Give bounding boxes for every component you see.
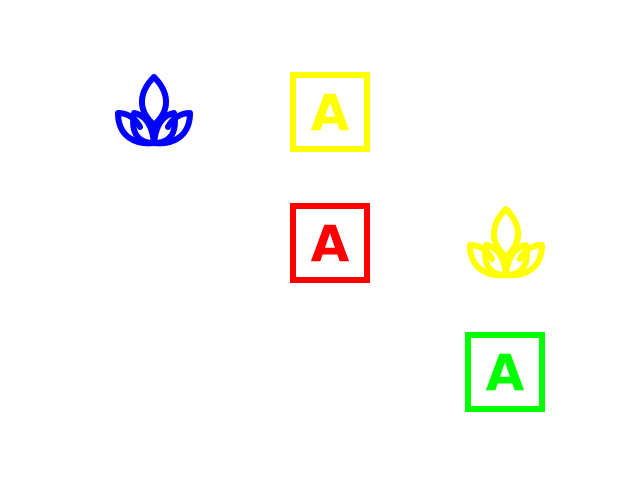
letter-a-box-icon: A <box>290 72 370 152</box>
lotus-shape <box>115 74 193 147</box>
letter-a: A <box>310 84 350 142</box>
lotus-icon <box>466 205 546 285</box>
letter-a-box-icon: A <box>290 203 370 283</box>
lotus-icon <box>114 73 194 153</box>
letter-a-box-icon: A <box>465 332 545 412</box>
letter-a: A <box>485 344 525 402</box>
lotus-shape <box>467 206 545 279</box>
letter-a: A <box>310 215 350 273</box>
